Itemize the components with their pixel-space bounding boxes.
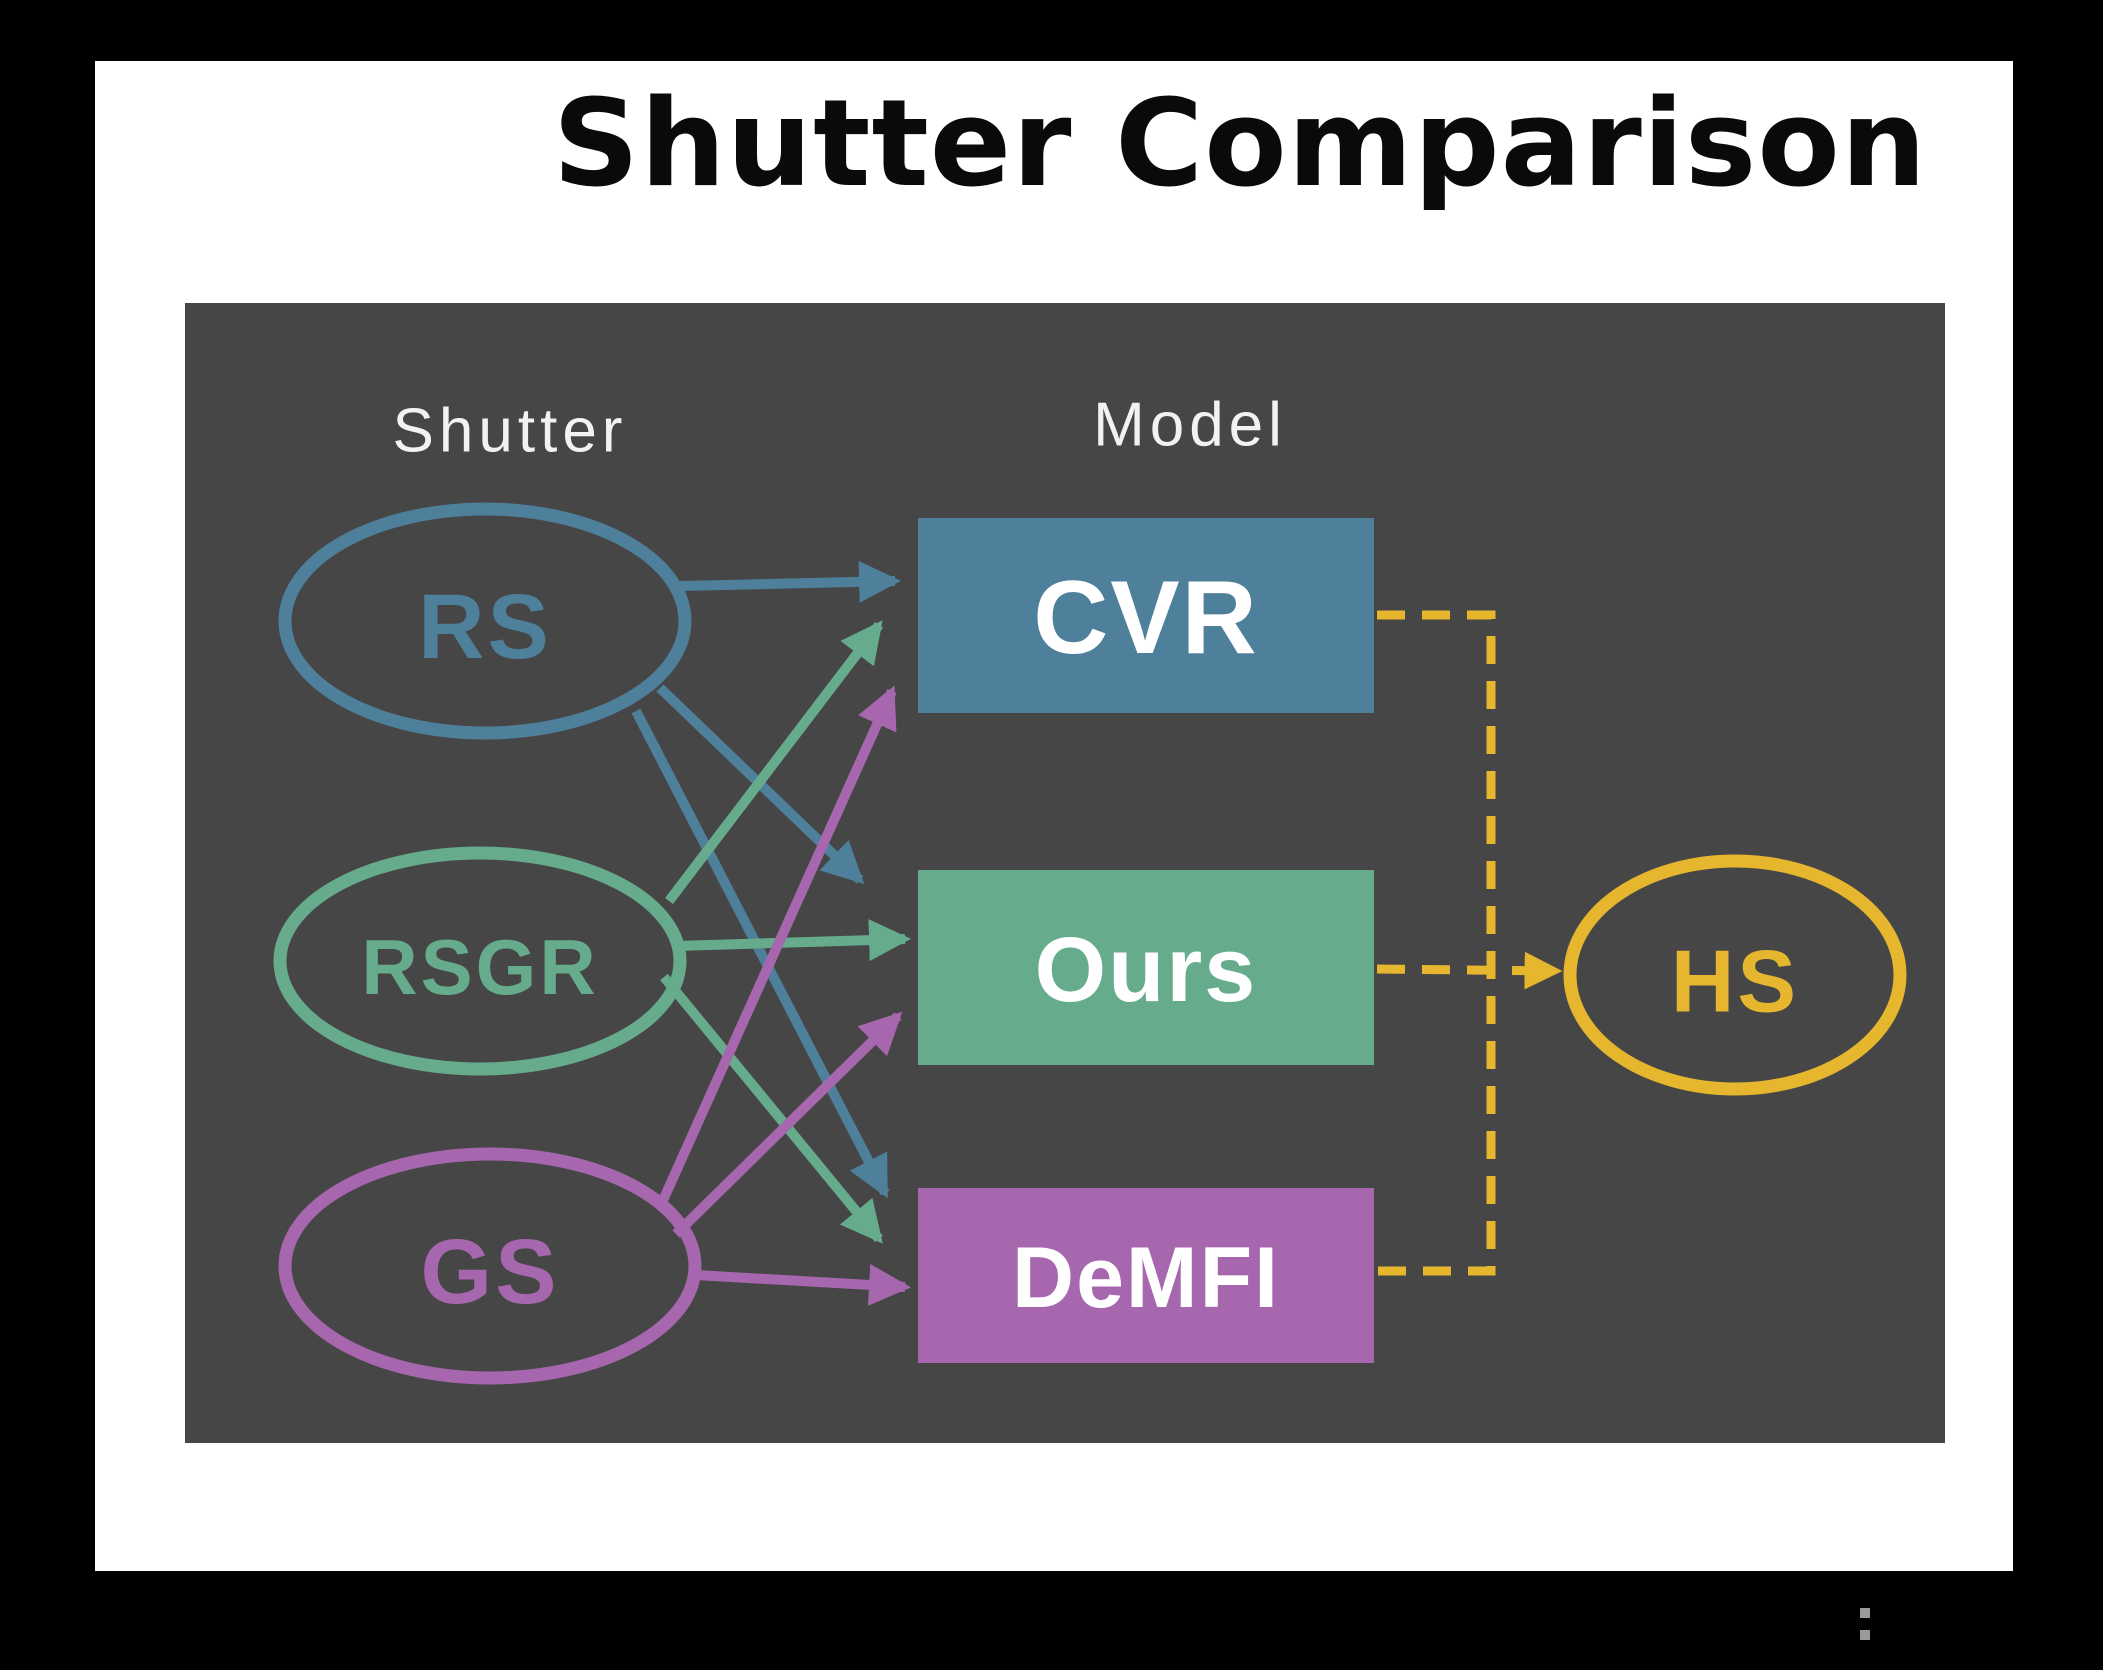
- slide-card: Shutter Comparison: [95, 61, 2013, 1571]
- node-label-ours: Ours: [1035, 919, 1258, 1021]
- edge-rs-cvr: [679, 560, 901, 603]
- colon-dots-icon: [1860, 1608, 1872, 1648]
- node-ellipse-hs: [1563, 854, 1907, 1096]
- edge-gs-demfi: [695, 1263, 911, 1306]
- diagram-panel: Shutter Model RS RSGR: [185, 303, 1945, 1443]
- column-header-model: Model: [1093, 391, 1287, 460]
- node-label-cvr: CVR: [1033, 560, 1259, 676]
- node-box-demfi: [918, 1188, 1374, 1363]
- node-label-hs: HS: [1671, 932, 1799, 1031]
- node-label-demfi: DeMFI: [1012, 1230, 1280, 1326]
- page-title: Shutter Comparison: [552, 75, 1928, 214]
- edge-rsgr-demfi: [660, 973, 883, 1244]
- node-box-cvr: [918, 518, 1374, 713]
- edge-dashed-cvr-demfi-bus: [1377, 610, 1496, 1276]
- node-box-ours: [918, 870, 1374, 1065]
- dot: [1860, 1630, 1870, 1640]
- edge-rsgr-ours: [676, 919, 911, 962]
- dot: [1860, 1608, 1870, 1618]
- shutter-model-diagram: Shutter Model RS RSGR: [273, 391, 1907, 1385]
- node-ellipse-gs: [278, 1147, 702, 1385]
- node-label-rsgr: RSGR: [361, 923, 598, 1011]
- edge-gs-ours: [672, 1011, 903, 1238]
- node-label-gs: GS: [421, 1221, 560, 1323]
- edge-dashed-ours-hs: [1376, 951, 1563, 990]
- edge-rs-demfi: [631, 708, 890, 1199]
- node-label-rs: RS: [418, 576, 552, 678]
- column-header-shutter: Shutter: [393, 397, 628, 466]
- edge-rsgr-cvr: [665, 620, 883, 905]
- node-ellipse-rs: [278, 502, 692, 740]
- node-ellipse-rsgr: [273, 846, 687, 1076]
- edge-gs-cvr: [655, 685, 897, 1210]
